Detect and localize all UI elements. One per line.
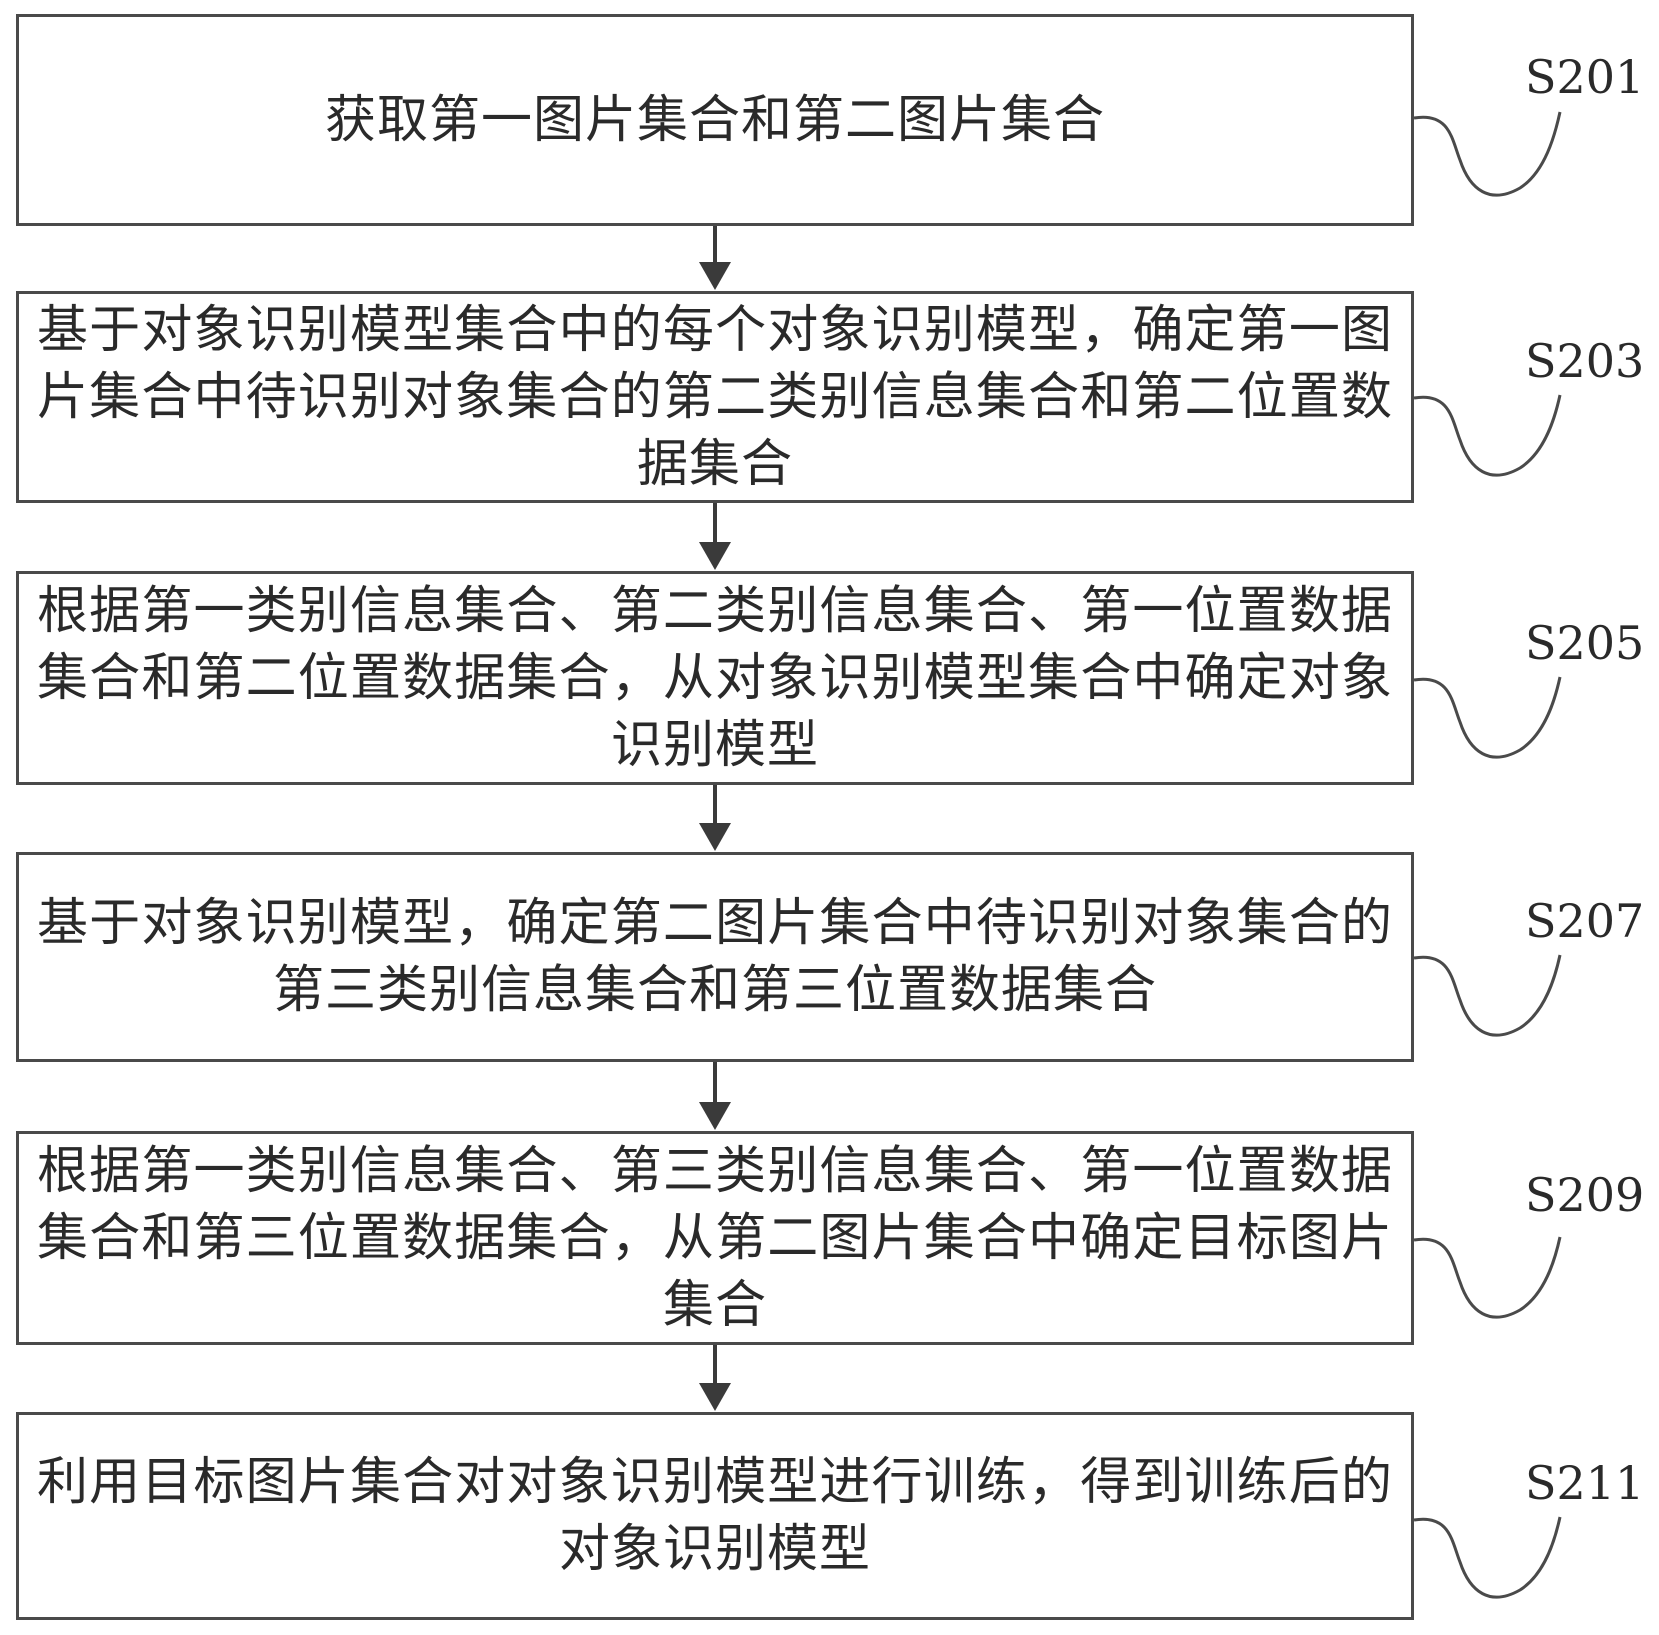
step-label-s203: S203 <box>1525 334 1645 388</box>
arrow-s205-s207 <box>699 785 731 851</box>
leader-line-s205 <box>1413 676 1562 759</box>
step-text-s201: 获取第一图片集合和第二图片集合 <box>324 90 1105 150</box>
step-box-s203: 基于对象识别模型集合中的每个对象识别模型，确定第一图片集合中待识别对象集合的第二… <box>16 291 1414 503</box>
arrow-s203-s205 <box>699 503 731 570</box>
arrow-s209-s211 <box>699 1345 731 1411</box>
step-box-s211: 利用目标图片集合对对象识别模型进行训练，得到训练后的对象识别模型 <box>16 1412 1414 1620</box>
step-text-s209: 根据第一类别信息集合、第三类别信息集合、第一位置数据集合和第三位置数据集合，从第… <box>37 1141 1393 1335</box>
leader-line-s211 <box>1413 1516 1562 1599</box>
step-box-s201: 获取第一图片集合和第二图片集合 <box>16 14 1414 226</box>
step-label-s211: S211 <box>1525 1456 1645 1510</box>
leader-line-s207 <box>1413 954 1562 1037</box>
leader-line-s209 <box>1413 1236 1562 1319</box>
step-label-s201: S201 <box>1525 50 1645 104</box>
step-box-s209: 根据第一类别信息集合、第三类别信息集合、第一位置数据集合和第三位置数据集合，从第… <box>16 1131 1414 1345</box>
step-box-s207: 基于对象识别模型，确定第二图片集合中待识别对象集合的第三类别信息集合和第三位置数… <box>16 852 1414 1062</box>
step-text-s205: 根据第一类别信息集合、第二类别信息集合、第一位置数据集合和第二位置数据集合，从对… <box>37 581 1393 775</box>
step-label-s207: S207 <box>1525 894 1645 948</box>
leader-line-s203 <box>1413 394 1562 477</box>
step-text-s211: 利用目标图片集合对对象识别模型进行训练，得到训练后的对象识别模型 <box>37 1453 1393 1579</box>
step-text-s207: 基于对象识别模型，确定第二图片集合中待识别对象集合的第三类别信息集合和第三位置数… <box>37 894 1393 1020</box>
leader-line-s201 <box>1413 111 1562 197</box>
step-label-s205: S205 <box>1525 616 1645 670</box>
step-label-s209: S209 <box>1525 1168 1645 1222</box>
arrow-s207-s209 <box>699 1062 731 1130</box>
step-text-s203: 基于对象识别模型集合中的每个对象识别模型，确定第一图片集合中待识别对象集合的第二… <box>37 300 1393 494</box>
step-box-s205: 根据第一类别信息集合、第二类别信息集合、第一位置数据集合和第二位置数据集合，从对… <box>16 571 1414 785</box>
arrow-s201-s203 <box>699 225 731 290</box>
